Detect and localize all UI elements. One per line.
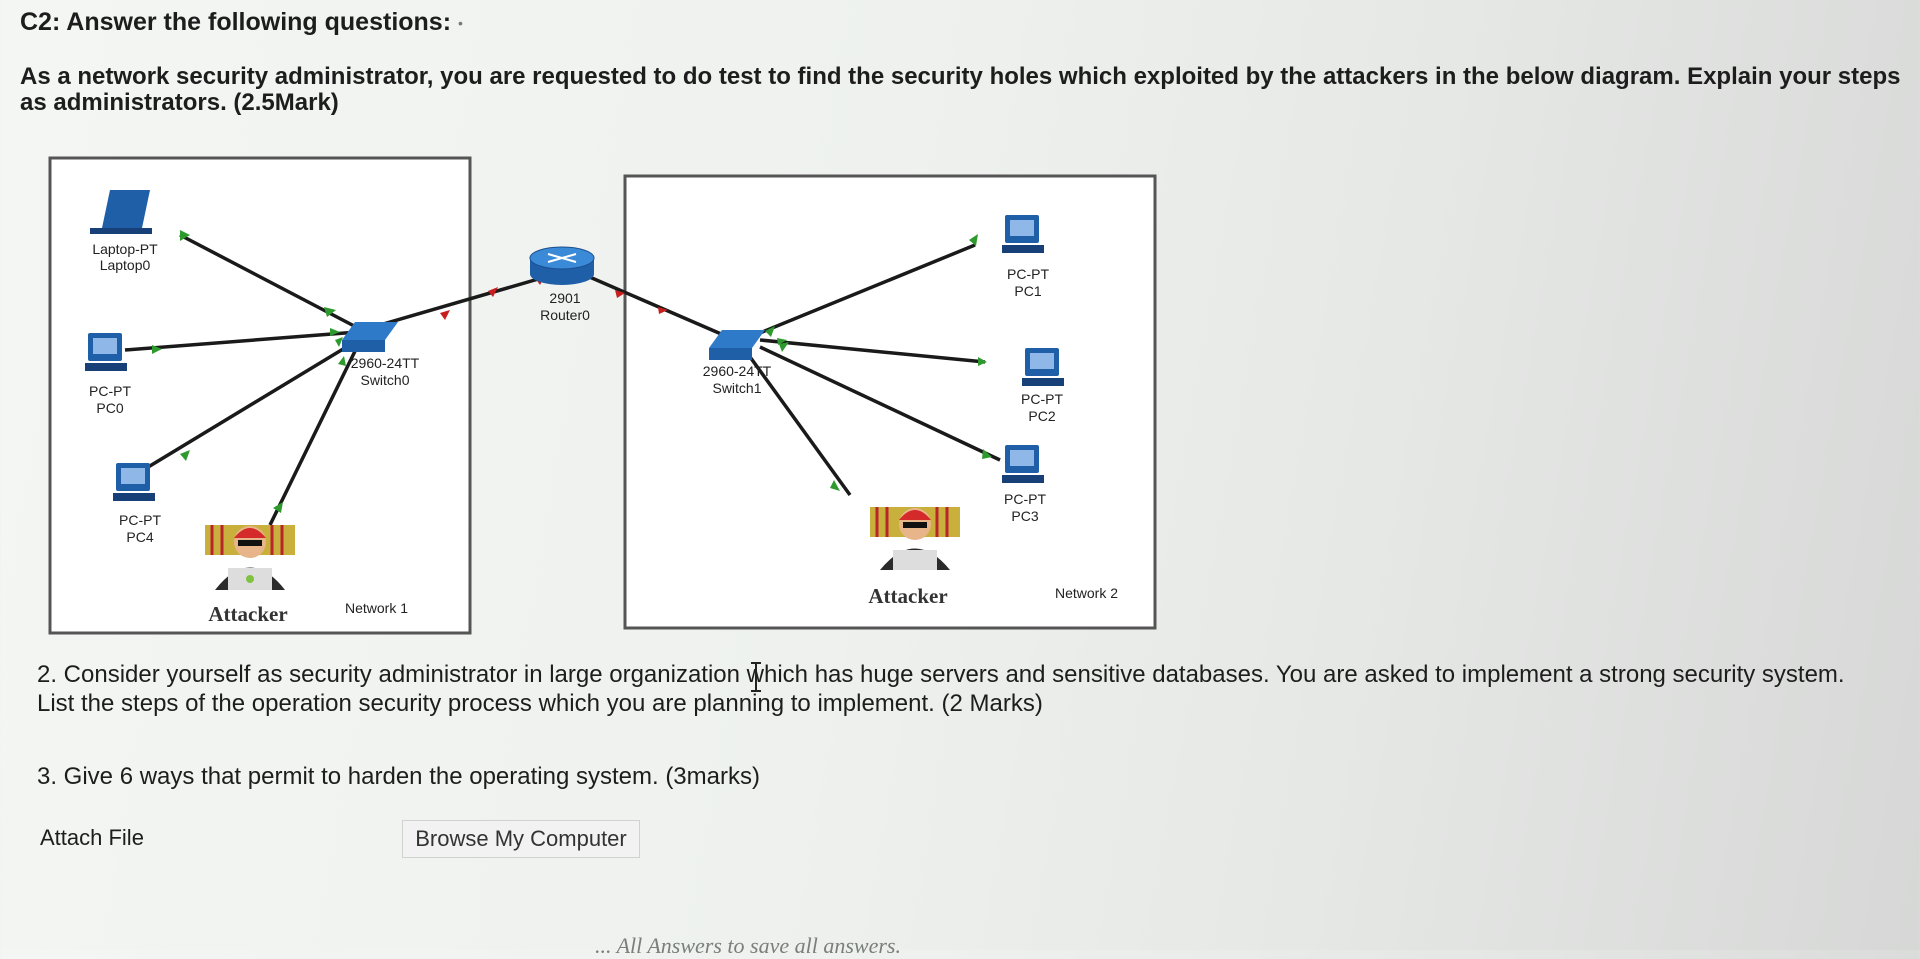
network-2-label: Network 2	[1055, 585, 1118, 601]
question-3-text: 3. Give 6 ways that permit to harden the…	[37, 762, 1917, 791]
switch1-label-name: Switch1	[712, 380, 761, 396]
router-label-model: 2901	[549, 290, 580, 306]
attacker-2-label: Attacker	[868, 584, 947, 608]
pc1-label-type: PC-PT	[1007, 266, 1049, 282]
question-2-line-2: List the steps of the operation security…	[37, 689, 1917, 718]
pc0-label-type: PC-PT	[89, 383, 131, 399]
switch0-label-name: Switch0	[360, 372, 409, 388]
question-1-text: As a network security administrator, you…	[20, 64, 1910, 116]
question-2-text: 2. Consider yourself as security adminis…	[37, 660, 1917, 718]
pc3-label-type: PC-PT	[1004, 491, 1046, 507]
laptop-label-name: Laptop0	[100, 257, 151, 273]
pc0-label-name: PC0	[96, 400, 123, 416]
pc4-label-type: PC-PT	[119, 512, 161, 528]
switch0-label-model: 2960-24TT	[351, 355, 420, 371]
pc4-icon[interactable]	[113, 463, 155, 501]
attacker-1-label: Attacker	[208, 602, 287, 626]
pc3-label-name: PC3	[1011, 508, 1038, 524]
router-icon[interactable]	[530, 247, 594, 285]
pc2-icon[interactable]	[1022, 348, 1064, 386]
network-1-label: Network 1	[345, 600, 408, 616]
pc4-label-name: PC4	[126, 529, 153, 545]
pc2-label-name: PC2	[1028, 408, 1055, 424]
page-title: C2: Answer the following questions:	[20, 8, 451, 37]
attach-file-label: Attach File	[40, 825, 144, 851]
text-cursor-icon	[751, 662, 761, 692]
footer-save-hint: ... All Answers to save all answers.	[595, 933, 901, 959]
pc2-label-type: PC-PT	[1021, 391, 1063, 407]
pc0-icon[interactable]	[85, 333, 127, 371]
question-2-line-1: 2. Consider yourself as security adminis…	[37, 660, 1917, 689]
network-diagram: Laptop-PT Laptop0 PC-PT PC0 PC-PT PC4 29…	[40, 150, 1170, 640]
pc1-label-name: PC1	[1014, 283, 1041, 299]
switch1-label-model: 2960-24TT	[703, 363, 772, 379]
pc3-icon[interactable]	[1002, 445, 1044, 483]
title-dot: •	[458, 15, 463, 31]
pc1-icon[interactable]	[1002, 215, 1044, 253]
laptop-label-type: Laptop-PT	[92, 241, 158, 257]
router-label-name: Router0	[540, 307, 590, 323]
browse-my-computer-button[interactable]: Browse My Computer	[402, 820, 640, 858]
